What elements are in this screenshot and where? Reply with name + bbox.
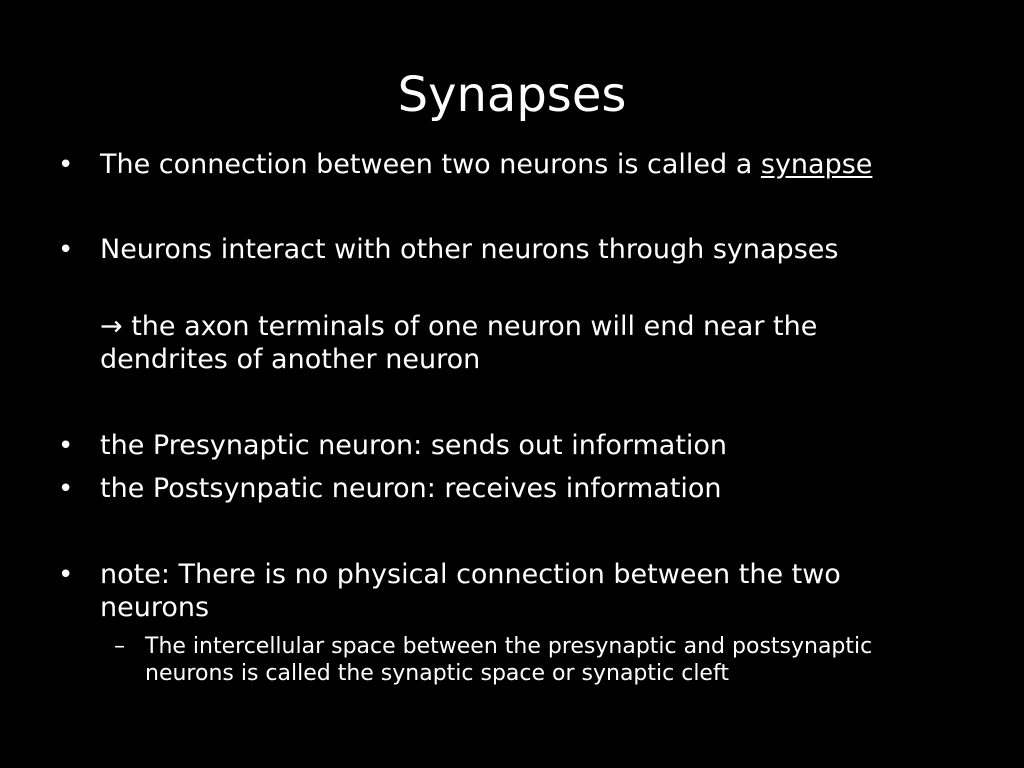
bullet-1-prefix: The connection between two neurons is ca…	[100, 149, 761, 180]
bullet-icon: •	[58, 474, 74, 504]
bullet-icon: •	[58, 150, 74, 180]
bullet-2-text: Neurons interact with other neurons thro…	[100, 234, 839, 265]
bullet-2-continuation: → the axon terminals of one neuron will …	[100, 310, 817, 344]
bullet-icon: •	[58, 235, 74, 265]
arrow-icon: →	[100, 311, 123, 342]
dash-icon: –	[114, 634, 125, 659]
bullet-5-line-2: neurons	[100, 592, 210, 623]
sub-bullet-line-2: neurons is called the synaptic space or …	[145, 661, 729, 686]
bullet-2-cont-line-2: dendrites of another neuron	[100, 344, 481, 375]
sub-bullet-line-1: The intercellular space between the pres…	[145, 634, 873, 659]
bullet-5-line-1: note: There is no physical connection be…	[100, 559, 841, 590]
bullet-icon: •	[58, 560, 74, 590]
bullet-1-emphasis: synapse	[760, 149, 873, 180]
bullet-3-text: the Presynaptic neuron: sends out inform…	[100, 430, 728, 461]
bullet-4-text: the Postsynpatic neuron: receives inform…	[100, 473, 722, 504]
bullet-icon: •	[58, 431, 74, 461]
slide-title: Synapses	[397, 67, 627, 123]
bullet-1-text: The connection between two neurons is ca…	[100, 148, 872, 182]
bullet-2-cont-line-1: the axon terminals of one neuron will en…	[122, 311, 818, 342]
